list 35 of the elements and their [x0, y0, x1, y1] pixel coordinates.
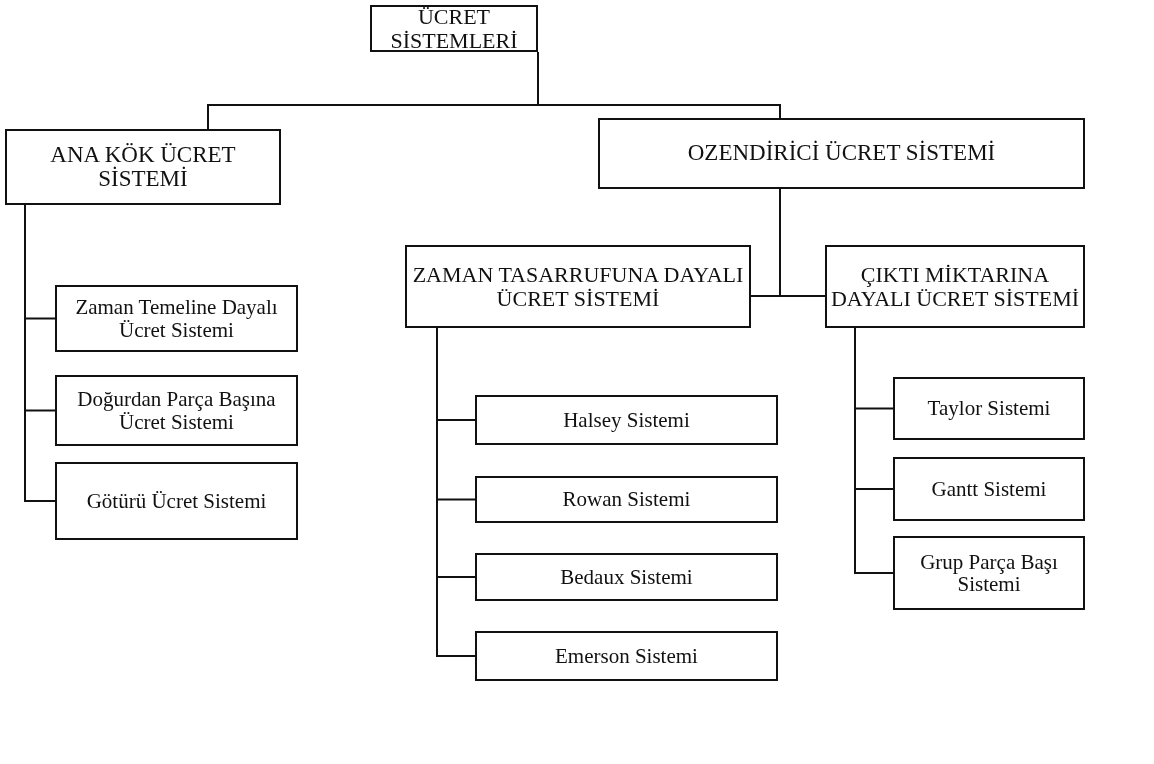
connector-line [779, 188, 826, 297]
box-label: Rowan Sistemi [562, 488, 691, 511]
category-box [893, 377, 1085, 440]
category-box [598, 118, 1085, 189]
connector-line [537, 51, 781, 119]
box-label: Halsey Sistemi [563, 408, 690, 431]
box-label: ZAMAN TASARRUFUNA DAYALI ÜCRET SİSTEMİ [411, 263, 745, 310]
box-label: ÜCRET SİSTEMLERİ [389, 5, 519, 52]
category-box [475, 395, 778, 445]
connector-line [854, 327, 894, 574]
category-box [893, 457, 1085, 521]
box-label: Götürü Ücret Sistemi [86, 489, 267, 512]
category-box [55, 375, 298, 446]
box-label: Gantt Sistemi [931, 477, 1047, 500]
category-box [5, 129, 281, 205]
box-label: Emerson Sistemi [555, 644, 698, 667]
box-label: Taylor Sistemi [927, 397, 1051, 420]
box-label: Zaman Temeline Dayalı Ücret Sistemi [74, 296, 279, 341]
box-label: Grup Parça Başı Sistemi [919, 550, 1059, 596]
category-box [475, 631, 778, 681]
category-box [475, 476, 778, 523]
category-box [405, 245, 751, 328]
category-box [55, 462, 298, 540]
category-box [893, 536, 1085, 610]
box-label: OZENDİRİCİ ÜCRET SİSTEMİ [687, 141, 996, 166]
category-box [55, 285, 298, 352]
category-box [370, 5, 538, 52]
category-box [825, 245, 1085, 328]
connector-line [24, 204, 56, 502]
box-label: ANA KÖK ÜCRET SİSTEMİ [49, 142, 237, 192]
box-label: ÇIKTI MİKTARINA DAYALI ÜCRET SİSTEMİ [829, 263, 1081, 310]
connector-line [436, 327, 476, 657]
box-label: Bedaux Sistemi [560, 565, 693, 588]
category-box [475, 553, 778, 601]
box-label: Doğurdan Parça Başına Ücret Sistemi [76, 388, 277, 433]
